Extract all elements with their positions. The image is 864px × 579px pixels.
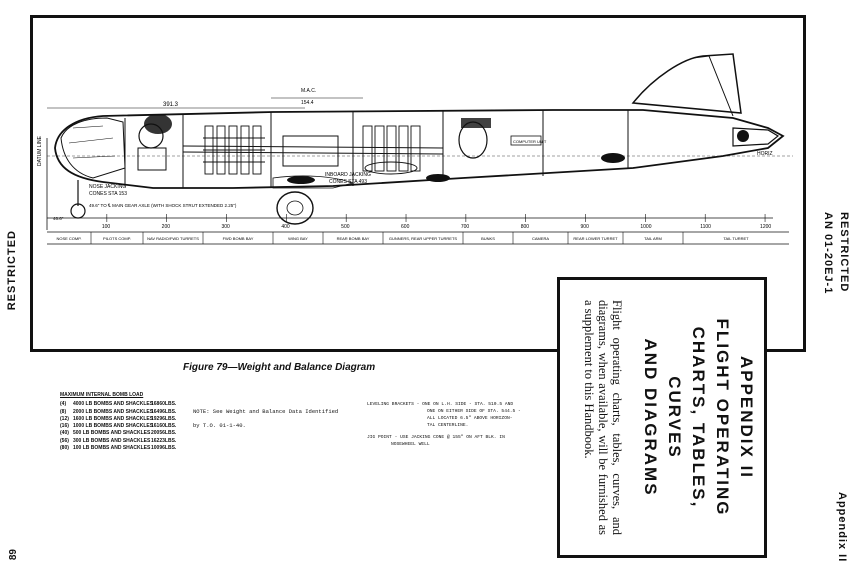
bomb-qty: (80) bbox=[60, 445, 69, 452]
section-label: WING BAY bbox=[288, 236, 308, 241]
leveling-line-5: JIG POINT - USE JACKING CONE @ 155" ON A… bbox=[367, 435, 505, 440]
leveling-line-3: ALL LOCATED 6.5" ABOVE HORIZON- bbox=[427, 416, 513, 421]
section-label: BUNKS bbox=[481, 236, 495, 241]
aircraft-diagram: COMPUTER UNIT DATUM LINE HORIZ 391.3 M.A… bbox=[37, 53, 793, 245]
bomb-qty: (56) bbox=[60, 437, 69, 444]
bomb-load-title: MAXIMUM INTERNAL BOMB LOAD bbox=[60, 392, 144, 398]
appendix-content: APPENDIX II FLIGHT OPERATING CHARTS, TAB… bbox=[560, 280, 764, 555]
bomb-load-row: (40) 500 LB BOMBS AND SHACKLES20056LBS. bbox=[60, 430, 176, 437]
section-label: REAR LOWER TURRET bbox=[573, 236, 618, 241]
appendix-heading-3: CHARTS, TABLES, CURVES bbox=[665, 326, 708, 509]
rear-bombs bbox=[362, 125, 421, 175]
station-label: 700 bbox=[461, 224, 470, 230]
station-label: 400 bbox=[281, 224, 290, 230]
bomb-qty: (40) bbox=[60, 430, 69, 437]
restricted-right-label: RESTRICTED bbox=[838, 212, 850, 293]
restricted-margin-label: RESTRICTED bbox=[6, 230, 18, 311]
section-label: FWD BOMB BAY bbox=[223, 236, 254, 241]
section-band: NOSE COMP. PILOTS COMP. NAV RADIO/FWD TURR… bbox=[56, 232, 749, 244]
forward-bombs bbox=[203, 125, 265, 175]
bomb-load-row: (56) 300 LB BOMBS AND SHACKLES16223LBS. bbox=[60, 438, 176, 445]
station-label: 1100 bbox=[700, 224, 711, 230]
bomb-qty: (12) bbox=[60, 415, 69, 422]
main-gear-wheel bbox=[276, 191, 314, 225]
axle-offset: 46.6" bbox=[53, 216, 64, 221]
bomb-desc: 300 LB BOMBS AND SHACKLES bbox=[73, 437, 151, 444]
nose-jacking-label: NOSE JACKING bbox=[89, 184, 126, 190]
bomb-load-row: (8) 2000 LB BOMBS AND SHACKLES16496LBS. bbox=[60, 409, 176, 416]
bomb-desc: 4000 LB BOMBS AND SHACKLES bbox=[73, 401, 154, 408]
leveling-line-1: LEVELING BRACKETS - ONE ON L.H. SIDE - S… bbox=[367, 402, 514, 407]
fuselage-outline bbox=[54, 109, 785, 189]
weight-balance-note: NOTE: See Weight and Balance Data Identi… bbox=[193, 405, 338, 433]
note-line-1: NOTE: See Weight and Balance Data Identi… bbox=[193, 408, 339, 415]
inboard-jacking-sta: CONES STA 493 bbox=[329, 179, 367, 185]
bomb-desc: 1000 LB BOMBS AND SHACKLES bbox=[73, 423, 154, 430]
tail-fin bbox=[631, 53, 742, 114]
figure-caption: Figure 79—Weight and Balance Diagram bbox=[183, 362, 376, 373]
section-label: GUNNERS, REAR UPPER TURRETS bbox=[389, 236, 457, 241]
leveling-note: LEVELING BRACKETS - ONE ON L.H. SIDE - S… bbox=[367, 401, 567, 448]
bomb-desc: 1600 LB BOMBS AND SHACKLES bbox=[73, 415, 154, 422]
computer-unit-box bbox=[510, 135, 542, 146]
section-label: TAIL ARM bbox=[644, 236, 662, 241]
computer-unit-label: COMPUTER UNIT bbox=[513, 139, 547, 144]
appendix-box: APPENDIX II FLIGHT OPERATING CHARTS, TAB… bbox=[557, 277, 767, 558]
station-label: 500 bbox=[341, 224, 350, 230]
bomb-load-row: (80) 100 LB BOMBS AND SHACKLES10096LBS. bbox=[60, 445, 176, 452]
section-label: CAMERA bbox=[532, 236, 549, 241]
bomb-load-table: MAXIMUM INTERNAL BOMB LOAD (4) 4000 LB BO… bbox=[60, 392, 176, 452]
inboard-jacking-label: INBOARD JACKING bbox=[325, 172, 371, 178]
dimension-top-label: 391.3 bbox=[163, 102, 179, 108]
leveling-line-6: NOSEWHEEL WELL bbox=[391, 442, 430, 447]
datum-line-label: DATUM LINE bbox=[37, 135, 43, 166]
bomb-load-row: (16) 1000 LB BOMBS AND SHACKLES16160LBS. bbox=[60, 423, 176, 430]
mac-label: M.A.C. bbox=[301, 88, 316, 94]
station-label: 900 bbox=[581, 224, 590, 230]
station-label: 100 bbox=[102, 224, 111, 230]
nose-landing-gear bbox=[70, 180, 86, 219]
bomb-desc: 500 LB BOMBS AND SHACKLES bbox=[73, 430, 151, 437]
bomb-weight: 16223LBS. bbox=[151, 437, 177, 444]
leveling-line-4: TAL CENTERLINE. bbox=[427, 423, 469, 428]
bomb-weight: 16160LBS. bbox=[151, 423, 177, 430]
bomb-load-row: (12) 1600 LB BOMBS AND SHACKLES19296LBS. bbox=[60, 416, 176, 423]
mac-value: 154.4 bbox=[301, 100, 314, 106]
bomb-desc: 2000 LB BOMBS AND SHACKLES bbox=[73, 408, 154, 415]
bomb-weight: 16860LBS. bbox=[151, 401, 177, 408]
section-label: NOSE COMP. bbox=[56, 236, 81, 241]
bomb-weight: 16496LBS. bbox=[151, 408, 177, 415]
section-label: PILOTS COMP. bbox=[103, 236, 131, 241]
section-label: TAIL TURRET bbox=[723, 236, 749, 241]
bomb-qty: (8) bbox=[60, 408, 67, 415]
leveling-line-2: ONE ON EITHER SIDE OF STA. 544.5 - bbox=[427, 409, 521, 414]
bomb-weight: 20056LBS. bbox=[151, 430, 177, 437]
appendix-heading-2: FLIGHT OPERATING bbox=[713, 318, 732, 517]
station-label: 200 bbox=[162, 224, 171, 230]
bomb-desc: 100 LB BOMBS AND SHACKLES bbox=[73, 445, 151, 452]
bomb-weight: 19296LBS. bbox=[151, 415, 177, 422]
note-line-2: by T.O. 01-1-40. bbox=[193, 422, 246, 429]
page-number: 89 bbox=[8, 549, 19, 561]
station-label: 300 bbox=[222, 224, 231, 230]
appendix-margin-label: Appendix II bbox=[836, 492, 848, 563]
station-label: 600 bbox=[401, 224, 410, 230]
bomb-load-row: (4) 4000 LB BOMBS AND SHACKLES16860LBS. bbox=[60, 401, 176, 408]
horiz-label: HORIZ bbox=[757, 151, 773, 157]
section-label: NAV RADIO/FWD TURRETS bbox=[147, 236, 199, 241]
station-label: 1200 bbox=[760, 224, 771, 230]
station-label: 1000 bbox=[640, 224, 651, 230]
appendix-body: Flight operating charts, tables, curves,… bbox=[582, 300, 624, 535]
station-scale: 100 200 300 400 500 600 700 800 900 1000 1100 1200 bbox=[102, 214, 771, 230]
section-label: REAR BOMB BAY bbox=[337, 236, 370, 241]
document-number: AN 01-20EJ-1 bbox=[822, 212, 834, 295]
bomb-qty: (16) bbox=[60, 423, 69, 430]
station-label: 800 bbox=[521, 224, 530, 230]
main-gear-note: 49.6" TO ℄ MAIN GEAR AXLE (WITH SHOCK ST… bbox=[89, 203, 237, 208]
nose-jacking-sta: CONES STA 153 bbox=[89, 191, 127, 197]
appendix-heading-4: AND DIAGRAMS bbox=[641, 338, 660, 497]
bomb-weight: 10096LBS. bbox=[151, 445, 177, 452]
bomb-qty: (4) bbox=[60, 401, 67, 408]
appendix-heading-1: APPENDIX II bbox=[737, 355, 756, 480]
